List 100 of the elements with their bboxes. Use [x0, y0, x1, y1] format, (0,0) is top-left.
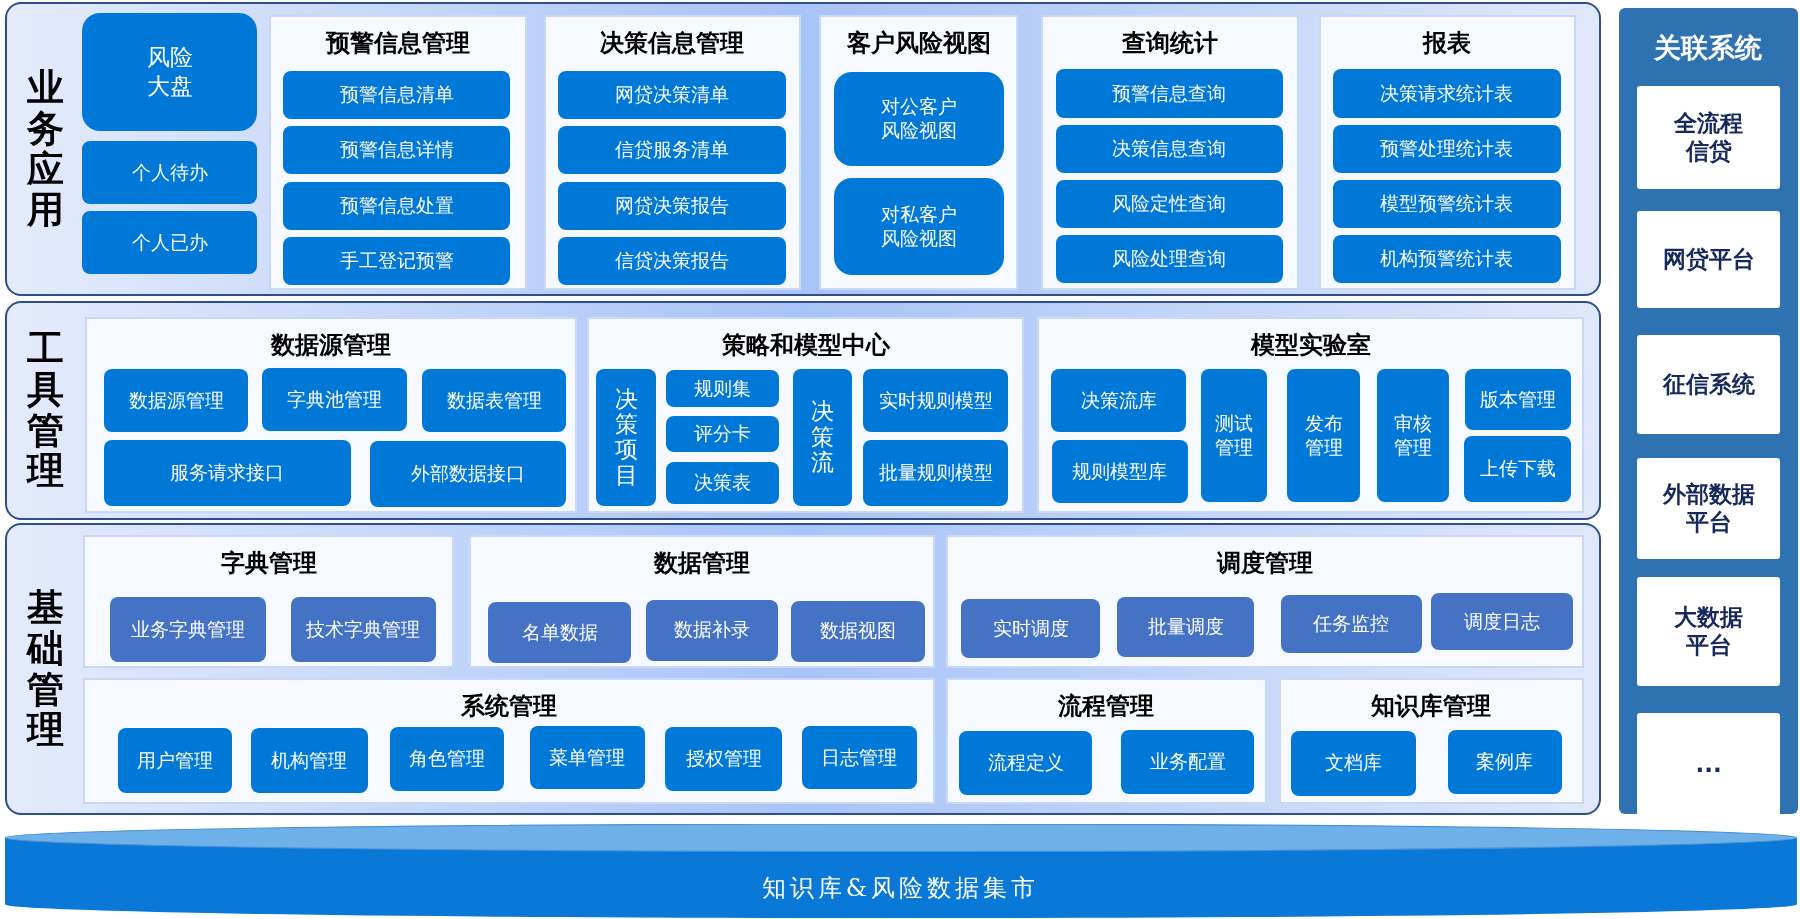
- system-card: 大数据平台: [1636, 577, 1781, 687]
- module-tile: 案例库: [1448, 729, 1562, 794]
- module-tile: 名单数据: [488, 602, 631, 663]
- module-tile: 数据表管理: [421, 369, 567, 433]
- module-tile: 模型预警统计表: [1333, 179, 1561, 228]
- module-tile: 业务字典管理: [109, 597, 266, 662]
- module-tile: 预警信息清单: [282, 70, 511, 119]
- module-tile: 网贷决策报告: [558, 181, 786, 231]
- panel-heading: 模型实验室: [1250, 329, 1371, 361]
- module-tile: 评分卡: [666, 416, 779, 452]
- module-tile: 用户管理: [117, 728, 233, 793]
- module-tile: 业务配置: [1120, 729, 1255, 794]
- module-tile: 实时规则模型: [862, 369, 1009, 433]
- module-panel: [543, 14, 801, 291]
- system-card: 网贷平台: [1636, 211, 1781, 308]
- module-tile: 机构预警统计表: [1333, 234, 1561, 283]
- module-panel: [945, 534, 1584, 668]
- module-tile: 流程定义: [959, 730, 1093, 795]
- module-tile: 网贷决策清单: [558, 70, 786, 119]
- module-tile: 对私客户风险视图: [833, 178, 1004, 275]
- system-card: 全流程信贷: [1636, 86, 1781, 190]
- module-tile: 调度日志: [1430, 592, 1574, 651]
- module-tile: 授权管理: [665, 727, 783, 792]
- panel-heading: 查询统计: [1122, 27, 1218, 59]
- module-tile: 上传下载: [1464, 435, 1571, 503]
- module-panel: [587, 316, 1024, 513]
- module-tile: 手工登记预警: [282, 237, 511, 286]
- panel-heading: 客户风险视图: [846, 27, 991, 59]
- layer-title: 基础管理: [26, 587, 64, 751]
- module-tile: 决策项目: [596, 369, 656, 506]
- module-tile: 字典池管理: [262, 367, 407, 431]
- module-panel: [1037, 316, 1584, 513]
- layer-title: 工具管理: [26, 329, 64, 492]
- module-tile: 服务请求接口: [103, 440, 351, 506]
- panel-heading: 报表: [1423, 27, 1472, 59]
- system-card: 外部数据平台: [1636, 458, 1781, 560]
- module-tile: 规则集: [666, 370, 779, 407]
- module-tile: 风险定性查询: [1055, 179, 1283, 228]
- module-tile: 数据补录: [645, 599, 778, 661]
- panel-heading: 字典管理: [220, 547, 317, 579]
- module-tile: 信贷服务清单: [558, 125, 786, 174]
- panel-heading: 数据管理: [654, 547, 751, 579]
- layer-band: [4, 300, 1602, 520]
- module-tile: 数据视图: [791, 600, 925, 662]
- system-card: ...: [1636, 712, 1781, 817]
- module-tile: 发布管理: [1287, 369, 1360, 503]
- module-tile: 预警处理统计表: [1333, 124, 1561, 173]
- module-tile: 决策请求统计表: [1333, 69, 1561, 118]
- panel-heading: 调度管理: [1216, 547, 1313, 579]
- module-panel: [945, 678, 1267, 805]
- module-tile: 测试管理: [1201, 369, 1267, 503]
- module-tile: 菜单管理: [529, 726, 645, 790]
- layer-band: [4, 523, 1602, 816]
- module-tile: 日志管理: [801, 726, 917, 790]
- layer-title: 业务应用: [26, 67, 64, 231]
- module-tile: 机构管理: [250, 728, 368, 793]
- module-tile: 对公客户风险视图: [833, 71, 1004, 166]
- module-panel: [819, 14, 1018, 291]
- panel-heading: 关联系统: [1654, 31, 1763, 66]
- panel-heading: 策略和模型中心: [721, 329, 890, 361]
- module-panel: [83, 534, 455, 668]
- module-tile: 预警信息处置: [282, 181, 511, 231]
- panel-heading: 系统管理: [461, 691, 558, 723]
- module-tile: 数据源管理: [103, 369, 249, 433]
- module-tile: 决策表: [666, 462, 779, 505]
- module-tile: 批量规则模型: [862, 440, 1009, 506]
- module-tile: 预警信息详情: [282, 125, 511, 174]
- module-tile: 角色管理: [389, 727, 505, 792]
- panel-heading: 预警信息管理: [326, 27, 470, 59]
- module-panel: [269, 14, 527, 291]
- module-tile: 预警信息查询: [1055, 69, 1283, 118]
- module-tile: 规则模型库: [1052, 440, 1188, 504]
- module-tile: 外部数据接口: [370, 441, 567, 507]
- panel-heading: 知识库管理: [1371, 691, 1492, 723]
- module-tile: 信贷决策报告: [558, 237, 786, 286]
- module-panel: [469, 534, 936, 668]
- module-tile: 文档库: [1290, 730, 1416, 797]
- module-tile: 任务监控: [1280, 595, 1422, 653]
- module-tile: 风险处理查询: [1055, 234, 1283, 283]
- module-tile: 审核管理: [1376, 369, 1450, 503]
- database-label: 知识库&风险数据集市: [761, 873, 1040, 905]
- module-panel: [1040, 14, 1300, 291]
- module-tile: 决策信息查询: [1055, 124, 1283, 173]
- panel-heading: 决策信息管理: [600, 27, 745, 59]
- layer-band: [4, 2, 1602, 297]
- related-systems-panel: [1618, 8, 1798, 814]
- panel-heading: 数据源管理: [270, 329, 391, 361]
- module-tile: 技术字典管理: [290, 597, 436, 662]
- module-tile: 风险大盘: [82, 13, 257, 131]
- module-tile: 决策流库: [1050, 369, 1187, 433]
- module-tile: 版本管理: [1465, 369, 1571, 430]
- module-panel: [1278, 678, 1584, 805]
- module-panel: [1318, 14, 1576, 291]
- module-tile: 个人待办: [82, 140, 257, 204]
- module-tile: 个人已办: [82, 210, 257, 275]
- module-tile: 批量调度: [1117, 597, 1255, 658]
- module-panel: [84, 316, 578, 513]
- module-tile: 实时调度: [961, 598, 1101, 659]
- panel-heading: 流程管理: [1058, 691, 1155, 723]
- module-panel: [83, 678, 936, 805]
